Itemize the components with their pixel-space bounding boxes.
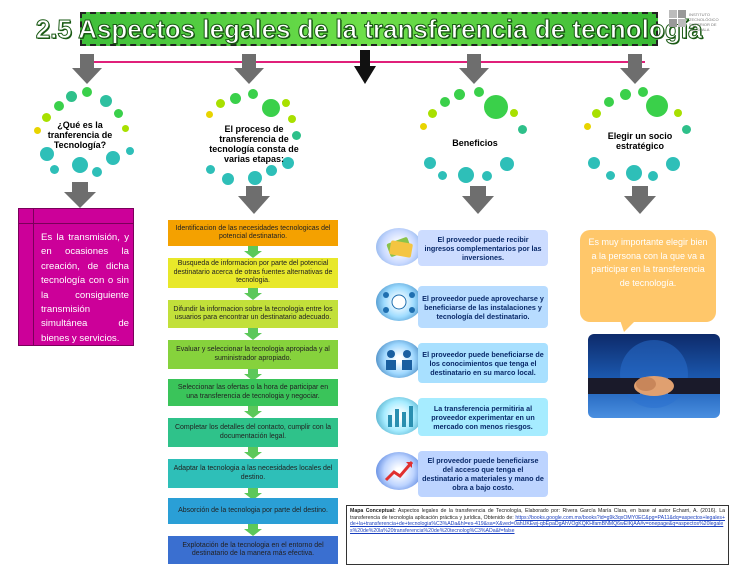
benefit-item: El proveedor puede aprovecharse y benefi… <box>418 286 548 328</box>
process-step: Busqueda de informacion por parte del po… <box>168 258 338 288</box>
arrow-down-icon <box>354 50 376 84</box>
arrow-down-icon <box>462 186 494 214</box>
arrow-down-icon <box>238 186 270 214</box>
process-step: Explotación de la tecnologia en el entor… <box>168 536 338 564</box>
arrow-down-icon <box>72 54 102 84</box>
process-step: Adaptar la tecnologia a las necesidades … <box>168 459 338 488</box>
handshake-icon <box>588 334 720 418</box>
heading-process: El proceso de transferencia de tecnologí… <box>205 124 303 164</box>
benefit-item: El proveedor puede beneficiarse de los c… <box>418 343 548 383</box>
process-step: Difundir la informacion sobre la tecnolo… <box>168 300 338 328</box>
process-step: Absorción de la tecnologia por parte del… <box>168 498 338 524</box>
process-step: Identificacion de las necesidades tecnol… <box>168 220 338 246</box>
benefit-image <box>376 283 422 321</box>
arrow-down-icon <box>620 54 650 84</box>
arrow-down-icon <box>459 54 489 84</box>
definition-text: Es la transmisión, y en ocasiones la cre… <box>41 231 129 346</box>
definition-box: Es la transmisión, y en ocasiones la cre… <box>18 208 134 346</box>
arrow-down-icon <box>234 54 264 84</box>
benefit-item: La transferencia permitiria al proveedor… <box>418 398 548 436</box>
growth-icon <box>376 452 422 490</box>
benefit-image <box>376 452 422 490</box>
benefit-image <box>376 397 422 435</box>
process-step: Seleccionar las ofertas o la hora de par… <box>168 379 338 406</box>
arrow-down-icon <box>624 186 656 214</box>
bubble-tail <box>620 320 640 334</box>
handshake-image <box>588 334 720 418</box>
market-icon <box>376 397 422 435</box>
heading-partner: Elegir un socio estratégico <box>598 131 682 151</box>
arrow-down-icon <box>64 182 96 208</box>
reference-box: Mapa Conceptual: Aspectos legales de la … <box>346 505 729 565</box>
process-step: Completar los detalles del contacto, cum… <box>168 418 338 447</box>
network-icon <box>376 283 422 321</box>
heading-benefits: Beneficios <box>440 138 510 148</box>
reference-label: Mapa Conceptual: <box>350 508 396 514</box>
benefit-item: El proveedor puede beneficiarse del acce… <box>418 451 548 497</box>
partner-text: Es muy importante elegir bien a la perso… <box>588 236 708 290</box>
people-icon <box>376 340 422 378</box>
process-step: Evaluar y seleccionar la tecnologia apro… <box>168 340 338 369</box>
benefit-item: El proveedor puede recibir ingresos comp… <box>418 230 548 266</box>
heading-what-is: ¿Qué es la tranferencia de Tecnología? <box>38 120 122 150</box>
money-icon <box>376 228 422 266</box>
benefit-image <box>376 340 422 378</box>
partner-speech-bubble: Es muy importante elegir bien a la perso… <box>580 230 716 322</box>
benefit-image <box>376 228 422 266</box>
